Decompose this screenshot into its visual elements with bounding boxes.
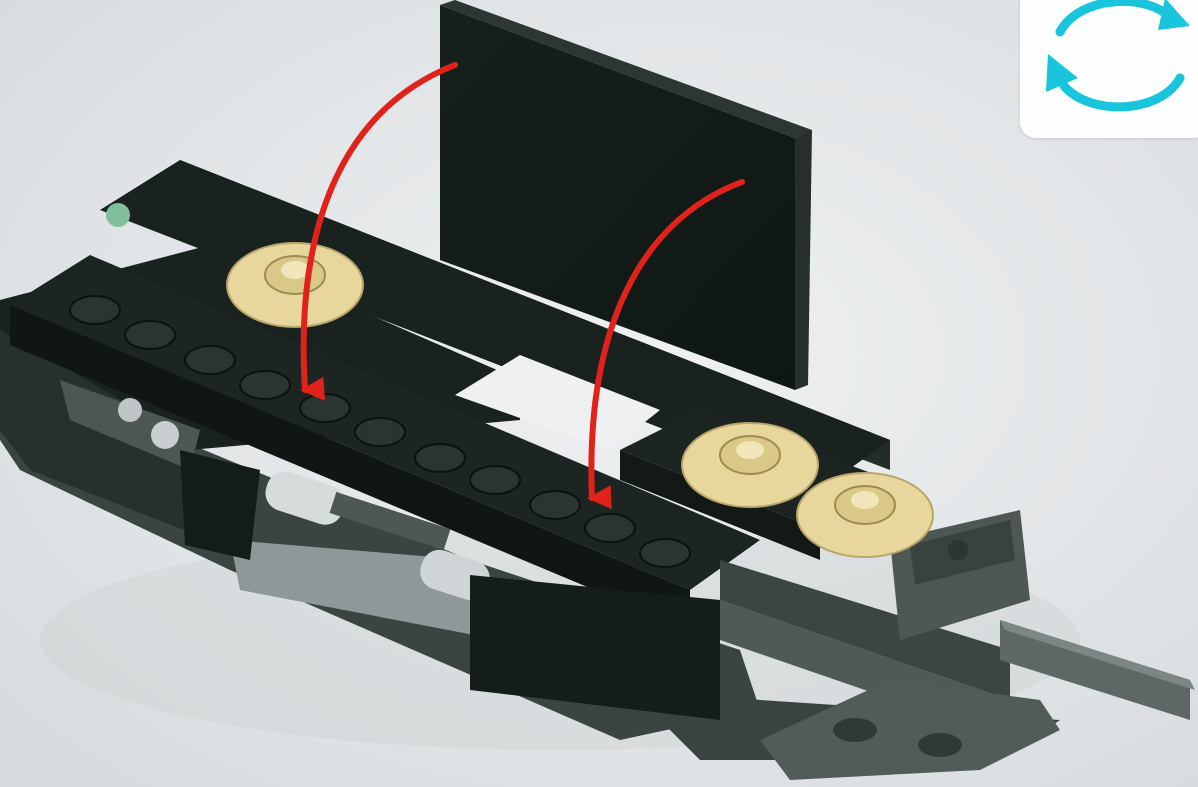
rotate-model-callout (1020, 0, 1198, 138)
tan-turntable-right-1 (682, 423, 818, 507)
tan-turntable-right-2 (797, 473, 933, 557)
tan-turntable-left (227, 243, 363, 327)
rotate-arrows-icon (1020, 0, 1198, 138)
green-round-stud (106, 203, 130, 227)
